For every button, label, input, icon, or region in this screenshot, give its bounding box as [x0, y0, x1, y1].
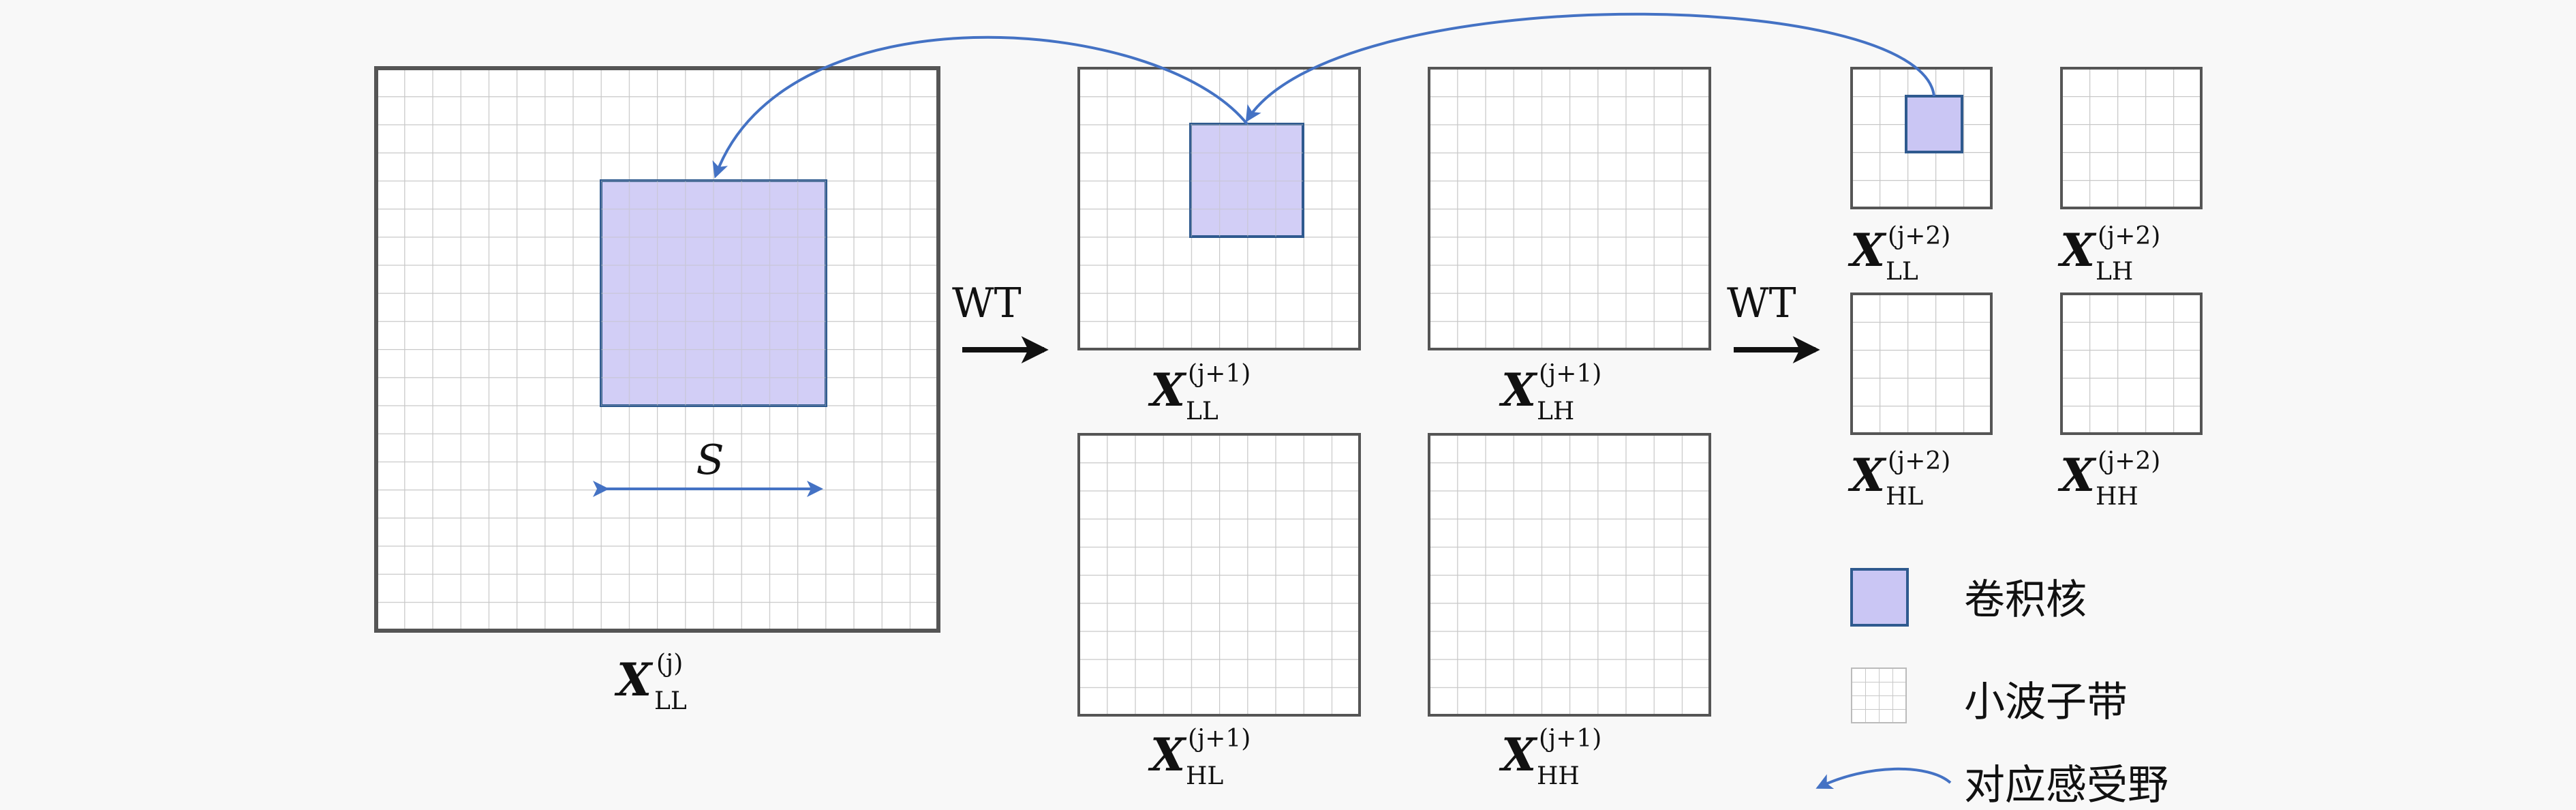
subband-level1-ll	[1077, 67, 1361, 350]
svg-text:(j+2): (j+2)	[2098, 222, 2160, 250]
svg-text:HH: HH	[1537, 762, 1580, 790]
legend-subband: 小波子带	[1851, 668, 2128, 726]
kernel-level2	[1905, 95, 1963, 153]
svg-text:(j+1): (j+1)	[1539, 360, 1601, 388]
svg-text:X: X	[1148, 363, 1187, 417]
svg-text:(j+1): (j+1)	[1188, 725, 1251, 753]
size-indicator: S	[593, 436, 823, 497]
svg-text:LH: LH	[1537, 397, 1574, 425]
svg-text:LL: LL	[654, 687, 687, 715]
svg-text:X: X	[2057, 449, 2097, 502]
label-level0: X (j) LL	[614, 650, 687, 715]
svg-text:(j+2): (j+2)	[1888, 447, 1950, 475]
svg-text:X: X	[2057, 224, 2097, 277]
svg-text:HL: HL	[1186, 762, 1223, 790]
svg-text:LL: LL	[1886, 258, 1918, 286]
svg-text:X: X	[1847, 449, 1887, 502]
subband-level1-hl	[1077, 433, 1361, 717]
legend-kernel: 卷积核	[1850, 568, 2087, 627]
svg-text:X: X	[1499, 363, 1538, 417]
label-level1-ll: X (j+1) LL	[1148, 360, 1251, 425]
svg-text:HL: HL	[1886, 483, 1923, 511]
svg-text:LH: LH	[2096, 258, 2133, 286]
svg-text:X: X	[1847, 224, 1887, 277]
receptive-arrow-2	[1245, 12, 1935, 123]
svg-text:X: X	[1148, 728, 1187, 781]
wt-arrow-1: WT	[952, 280, 1049, 363]
label-level1-lh: X (j+1) LH	[1499, 360, 1601, 425]
wt-label-2: WT	[1727, 280, 1796, 327]
svg-text:HH: HH	[2096, 483, 2138, 511]
legend-receptive-label: 对应感受野	[1964, 762, 2168, 809]
wt-label-1: WT	[952, 280, 1022, 327]
svg-text:X: X	[1499, 728, 1538, 781]
legend-subband-label: 小波子带	[1964, 678, 2128, 726]
label-level2-hh: X (j+2) HH	[2057, 447, 2160, 511]
svg-text:X: X	[614, 653, 654, 706]
label-level2-ll: X (j+2) LL	[1847, 222, 1950, 286]
svg-text:(j+1): (j+1)	[1188, 360, 1251, 388]
legend-receptive-arrow	[1815, 767, 1952, 790]
label-level1-hl: X (j+1) HL	[1148, 725, 1251, 790]
svg-text:(j+2): (j+2)	[1888, 222, 1950, 250]
label-level1-hh: X (j+1) HH	[1499, 725, 1601, 790]
label-level2-lh: X (j+2) LH	[2057, 222, 2160, 286]
subband-level0-ll	[374, 66, 940, 633]
label-level2-hl: X (j+2) HL	[1847, 447, 1950, 511]
wt-arrow-2: WT	[1727, 280, 1820, 363]
kernel-grid-level0	[601, 181, 826, 406]
size-label: S	[696, 436, 724, 484]
legend: 卷积核 小波子带 对应感受野	[1815, 568, 2168, 809]
legend-kernel-label: 卷积核	[1964, 576, 2087, 624]
subband-level2-hl	[1850, 292, 1993, 435]
svg-text:LL: LL	[1186, 397, 1218, 425]
svg-text:(j+2): (j+2)	[2098, 447, 2160, 475]
legend-subband-swatch	[1851, 668, 1907, 723]
svg-text:(j+1): (j+1)	[1539, 725, 1601, 753]
receptive-arrow-1	[712, 35, 1248, 179]
legend-kernel-swatch	[1850, 568, 1909, 627]
subband-level2-ll	[1850, 67, 1993, 209]
subband-level2-hh	[2060, 292, 2203, 435]
subband-level1-lh	[1428, 67, 1711, 350]
legend-receptive: 对应感受野	[1815, 762, 2168, 809]
svg-text:(j): (j)	[656, 650, 683, 678]
subband-level1-hh	[1428, 433, 1711, 717]
subband-level2-lh	[2060, 67, 2203, 209]
